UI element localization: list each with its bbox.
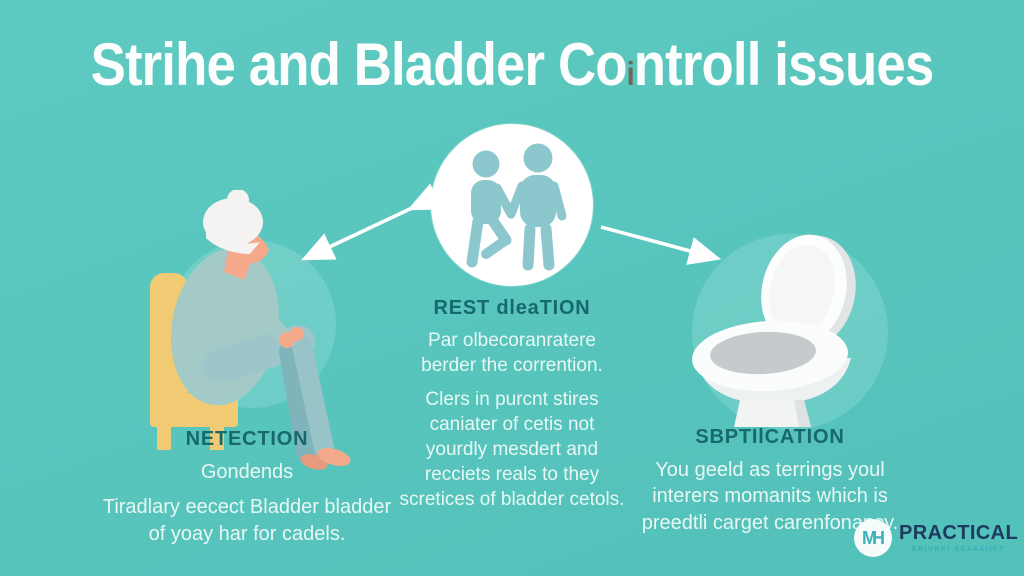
- logo-text: PRACTICAL EBIVREI SEAAAIIET: [899, 523, 1018, 553]
- center-heading: REST dleaTION: [433, 297, 591, 319]
- right-heading: SBPTIlCATION: [695, 426, 845, 448]
- left-subheading: Gondends: [200, 461, 294, 483]
- right-body: You geeld as terrings youl interers moma…: [641, 459, 899, 534]
- logo-tagline: EBIVREI SEAAAIIET: [912, 546, 1006, 553]
- arrow-right-icon: [600, 225, 722, 265]
- center-paragraph-2: Clers in purcnt stires caniater of cetis…: [399, 389, 625, 511]
- logo-circle: MH: [854, 519, 892, 557]
- center-circle: [431, 124, 593, 286]
- title-part-2: ntroll issues: [633, 31, 934, 98]
- section-right: SBPTIlCATION You geeld as terrings youl …: [640, 426, 900, 545]
- toilet-illustration: [692, 234, 856, 427]
- brand-logo: MH PRACTICAL EBIVREI SEAAAIIET: [854, 519, 1018, 557]
- logo-name: PRACTICAL: [899, 522, 1019, 544]
- left-body: Tiradlary eecect Bladder bladder of yoay…: [102, 496, 392, 545]
- double-headed-arrow-icon: [301, 183, 443, 261]
- title-dark-letter: i: [626, 55, 635, 92]
- page-title: Strihe and Bladder Cointroll issues: [61, 30, 962, 99]
- elderly-woman-illustration: [150, 190, 351, 470]
- logo-monogram: MH: [862, 527, 885, 548]
- elderly-woman-icon: [171, 190, 351, 470]
- chair-icon: [150, 273, 238, 450]
- title-part-1: Strihe and Bladder Co: [90, 31, 628, 98]
- toilet-icon: [692, 234, 856, 427]
- section-center: REST dleaTION Par olbecoranratere berder…: [399, 297, 625, 522]
- section-left: NETECTION Gondends Tiradlary eecect Blad…: [95, 428, 399, 556]
- two-people-icon: [466, 143, 567, 271]
- center-paragraph-1: Par olbecoranratere berder the correntio…: [421, 330, 603, 377]
- left-heading: NETECTION: [185, 428, 309, 450]
